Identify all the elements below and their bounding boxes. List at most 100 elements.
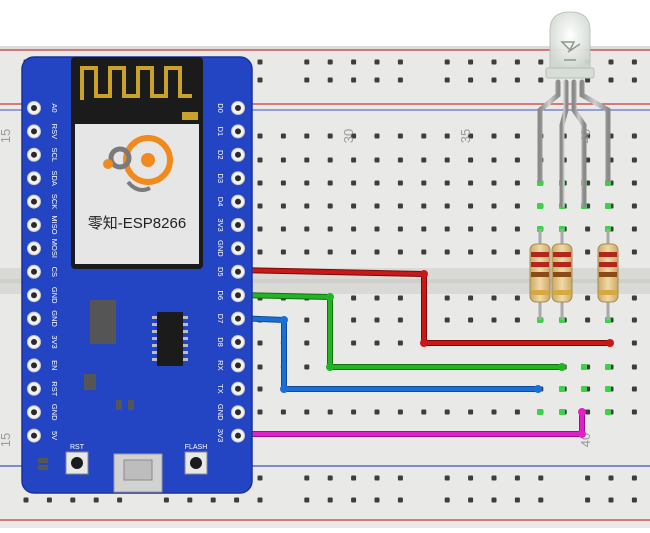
hole[interactable] — [23, 497, 29, 503]
hole[interactable] — [257, 203, 263, 209]
hole[interactable] — [631, 475, 637, 481]
hole[interactable] — [631, 409, 637, 415]
hole[interactable] — [351, 157, 357, 163]
hole[interactable] — [468, 77, 474, 83]
hole[interactable] — [631, 203, 637, 209]
hole[interactable] — [421, 157, 427, 163]
hole[interactable] — [374, 180, 380, 186]
hole[interactable] — [397, 497, 403, 503]
hole[interactable] — [304, 340, 310, 346]
hole[interactable] — [257, 340, 263, 346]
hole[interactable] — [468, 226, 474, 232]
hole[interactable] — [631, 364, 637, 370]
hole[interactable] — [70, 497, 76, 503]
hole[interactable] — [444, 409, 450, 415]
pin-right-d8[interactable]: D8 — [216, 335, 245, 349]
pin-left-scl[interactable]: SCL — [27, 148, 60, 163]
pin-right-rx[interactable]: RX — [216, 358, 245, 373]
hole[interactable] — [468, 295, 474, 301]
hole[interactable] — [257, 249, 263, 255]
hole[interactable] — [397, 295, 403, 301]
hole[interactable] — [491, 475, 497, 481]
hole[interactable] — [538, 59, 544, 65]
hole[interactable] — [397, 180, 403, 186]
hole[interactable] — [351, 409, 357, 415]
hole[interactable] — [491, 180, 497, 186]
hole[interactable] — [444, 249, 450, 255]
hole[interactable] — [468, 157, 474, 163]
hole[interactable] — [257, 77, 263, 83]
hole[interactable] — [304, 497, 310, 503]
hole[interactable] — [514, 475, 520, 481]
pin-right-d7[interactable]: D7 — [216, 311, 245, 326]
hole[interactable] — [585, 409, 591, 415]
hole[interactable] — [327, 203, 333, 209]
hole[interactable] — [327, 77, 333, 83]
hole[interactable] — [421, 226, 427, 232]
hole[interactable] — [351, 497, 357, 503]
hole[interactable] — [444, 77, 450, 83]
pin-left-miso[interactable]: MISO — [27, 215, 60, 235]
pin-left-3v3[interactable]: 3V3 — [27, 335, 60, 349]
hole[interactable] — [491, 226, 497, 232]
hole[interactable] — [327, 133, 333, 139]
hole[interactable] — [514, 317, 520, 323]
hole[interactable] — [327, 226, 333, 232]
hole[interactable] — [444, 295, 450, 301]
hole[interactable] — [468, 409, 474, 415]
pin-left-mosi[interactable]: MOSI — [27, 239, 60, 258]
hole[interactable] — [491, 295, 497, 301]
hole[interactable] — [280, 226, 286, 232]
hole[interactable] — [538, 497, 544, 503]
hole[interactable] — [468, 203, 474, 209]
hole[interactable] — [257, 475, 263, 481]
hole[interactable] — [585, 249, 591, 255]
hole[interactable] — [631, 317, 637, 323]
hole[interactable] — [304, 77, 310, 83]
hole[interactable] — [468, 497, 474, 503]
hole[interactable] — [585, 77, 591, 83]
hole[interactable] — [397, 475, 403, 481]
pin-left-gnd[interactable]: GND — [27, 310, 60, 328]
hole[interactable] — [444, 180, 450, 186]
hole[interactable] — [351, 295, 357, 301]
hole[interactable] — [304, 180, 310, 186]
pin-right-3v3[interactable]: 3V3 — [216, 218, 245, 232]
hole[interactable] — [491, 133, 497, 139]
hole[interactable] — [327, 249, 333, 255]
hole[interactable] — [327, 59, 333, 65]
hole[interactable] — [351, 180, 357, 186]
hole[interactable] — [608, 59, 614, 65]
hole[interactable] — [585, 226, 591, 232]
hole[interactable] — [538, 77, 544, 83]
pin-left-sda[interactable]: SDA — [27, 170, 60, 186]
hole[interactable] — [444, 497, 450, 503]
hole[interactable] — [304, 409, 310, 415]
pin-left-cs[interactable]: CS — [27, 264, 60, 279]
hole[interactable] — [468, 180, 474, 186]
hole[interactable] — [374, 157, 380, 163]
hole[interactable] — [351, 317, 357, 323]
hole[interactable] — [374, 59, 380, 65]
hole[interactable] — [397, 133, 403, 139]
hole[interactable] — [163, 497, 169, 503]
hole[interactable] — [631, 340, 637, 346]
hole[interactable] — [374, 475, 380, 481]
hole[interactable] — [514, 226, 520, 232]
hole[interactable] — [327, 157, 333, 163]
hole[interactable] — [421, 409, 427, 415]
hole[interactable] — [304, 475, 310, 481]
hole[interactable] — [93, 497, 99, 503]
pin-left-sck[interactable]: SCK — [27, 194, 60, 209]
pin-left-5v[interactable]: 5V — [27, 428, 60, 443]
hole[interactable] — [257, 157, 263, 163]
hole[interactable] — [327, 475, 333, 481]
hole[interactable] — [514, 133, 520, 139]
hole[interactable] — [444, 317, 450, 323]
hole[interactable] — [585, 497, 591, 503]
hole[interactable] — [631, 226, 637, 232]
pin-left-rst[interactable]: RST — [27, 381, 60, 397]
pin-right-tx[interactable]: TX — [216, 381, 245, 396]
hole[interactable] — [631, 295, 637, 301]
hole[interactable] — [257, 180, 263, 186]
